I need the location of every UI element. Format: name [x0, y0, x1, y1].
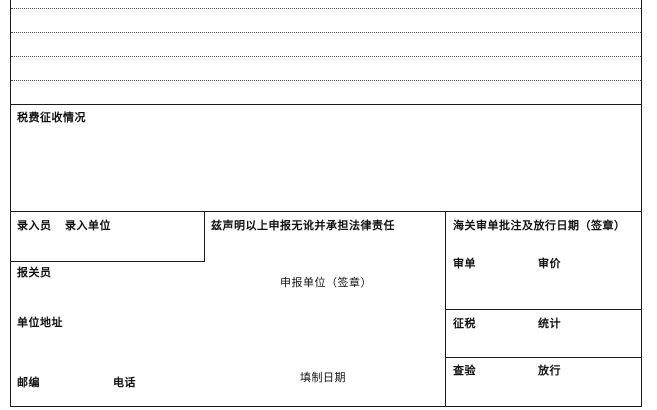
frame-left-border	[10, 0, 11, 407]
approval-divider-2	[445, 357, 642, 358]
entry-unit-label: 录入单位	[65, 219, 111, 232]
declarant-label: 报关员	[17, 266, 52, 279]
tax-section-title: 税费征收情况	[17, 111, 86, 124]
tax-section-top-border	[10, 104, 642, 105]
frame-right-border	[641, 0, 642, 407]
entry-clerk-label: 录入员	[17, 219, 52, 232]
left-section-divider	[204, 211, 205, 262]
price-review-label: 审价	[538, 257, 561, 270]
dotted-row-line	[11, 56, 641, 57]
statistics-label: 统计	[538, 317, 561, 330]
inspection-label: 查验	[453, 364, 476, 377]
frame-bottom-border	[10, 406, 642, 407]
release-label: 放行	[538, 364, 561, 377]
approval-title: 海关审单批注及放行日期（签章）	[453, 219, 626, 232]
tax-collection-label: 征税	[453, 317, 476, 330]
entry-box-bottom-border	[10, 261, 205, 262]
review-label: 审单	[453, 257, 476, 270]
fill-date-label: 填制日期	[300, 371, 346, 384]
bottom-block-top-border	[10, 211, 642, 212]
phone-label: 电话	[113, 376, 136, 389]
postcode-label: 邮编	[17, 376, 40, 389]
dotted-row-line	[11, 8, 641, 9]
approval-divider-1	[445, 309, 642, 310]
dotted-row-line	[11, 80, 641, 81]
dotted-row-line	[11, 32, 641, 33]
unit-address-label: 单位地址	[17, 316, 63, 329]
declaring-unit-label: 申报单位（签章）	[280, 276, 372, 289]
declaration-statement: 兹声明以上申报无讹并承担法律责任	[211, 219, 395, 232]
